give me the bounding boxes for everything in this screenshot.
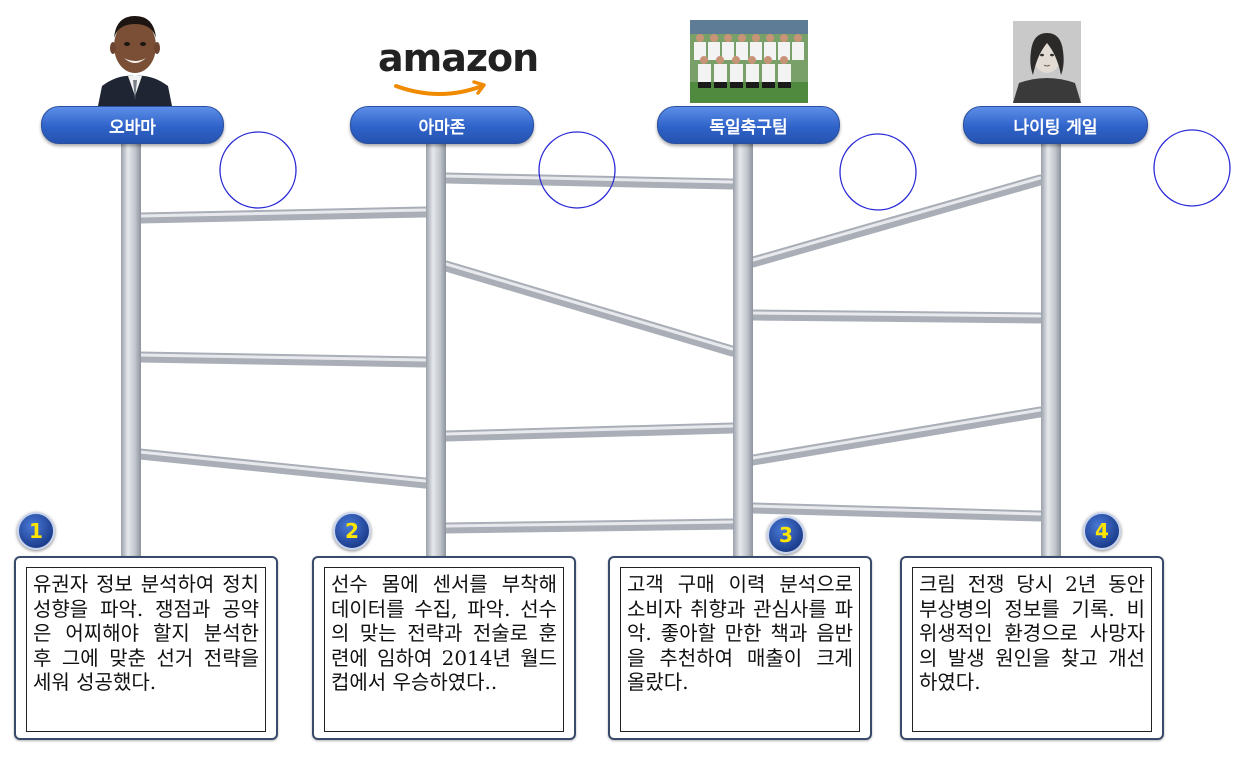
label-text: 독일축구팀 — [709, 117, 788, 138]
rung — [440, 260, 738, 357]
description-card-3: 고객 구매 이력 분석으로 소비자 취향과 관심사를 파악. 좋아할 만한 책과… — [608, 556, 872, 740]
number-badge-1: 1 — [17, 512, 55, 550]
label-text: 오바마 — [109, 117, 156, 138]
badge-number: 3 — [779, 523, 793, 547]
label-text: 나이팅 게일 — [1013, 117, 1098, 138]
answer-circles — [219, 129, 1231, 211]
rung — [747, 309, 1046, 324]
label-button-nightingale[interactable]: 나이팅 게일 — [963, 106, 1148, 144]
nightingale-portrait — [1013, 21, 1081, 103]
description-card-1: 유권자 정보 분석하여 정치 성향을 파악. 쟁점과 공약은 어찌해야 할지 분… — [14, 556, 278, 740]
description-text: 고객 구매 이력 분석으로 소비자 취향과 관심사를 파악. 좋아할 만한 책과… — [620, 567, 860, 732]
amazon-logo-text: amazon — [378, 36, 539, 80]
rung — [134, 351, 431, 368]
ladder-rungs — [134, 172, 1046, 534]
rung — [440, 518, 738, 534]
rail — [121, 140, 141, 560]
ladder-rails — [121, 140, 1061, 560]
description-card-2: 선수 몸에 센서를 부착해 데이터를 수집, 파악. 선수의 맞는 전략과 전술… — [312, 556, 576, 740]
rung — [747, 406, 1046, 466]
rung — [440, 172, 738, 190]
number-badge-3: 3 — [767, 516, 805, 554]
rail — [426, 140, 446, 560]
number-badge-2: 2 — [333, 512, 371, 550]
description-text: 크림 전쟁 당시 2년 동안 부상병의 정보를 기록. 비위생적인 환경으로 사… — [912, 567, 1152, 732]
badge-number: 4 — [1095, 519, 1109, 543]
amazon-logo: amazon — [378, 36, 539, 104]
answer-circle — [538, 131, 616, 209]
label-button-amazon[interactable]: 아마존 — [350, 106, 534, 144]
team-photo — [690, 20, 808, 103]
description-text: 유권자 정보 분석하여 정치 성향을 파악. 쟁점과 공약은 어찌해야 할지 분… — [26, 567, 266, 732]
rung — [134, 206, 431, 224]
badge-number: 1 — [29, 519, 43, 543]
label-button-obama[interactable]: 오바마 — [41, 106, 224, 144]
rung — [747, 502, 1046, 522]
obama-portrait — [98, 8, 172, 106]
rung — [134, 448, 431, 489]
answer-circle — [839, 133, 917, 211]
answer-circle — [1153, 129, 1231, 207]
rail — [1041, 140, 1061, 560]
badge-number: 2 — [345, 519, 359, 543]
label-button-german-team[interactable]: 독일축구팀 — [657, 106, 840, 144]
rung — [440, 422, 738, 442]
answer-circle — [219, 131, 297, 209]
label-text: 아마존 — [418, 117, 466, 138]
rung — [747, 174, 1046, 268]
number-badge-4: 4 — [1083, 512, 1121, 550]
description-text: 선수 몸에 센서를 부착해 데이터를 수집, 파악. 선수의 맞는 전략과 전술… — [324, 567, 564, 732]
rail — [733, 140, 753, 560]
description-card-4: 크림 전쟁 당시 2년 동안 부상병의 정보를 기록. 비위생적인 환경으로 사… — [900, 556, 1164, 740]
